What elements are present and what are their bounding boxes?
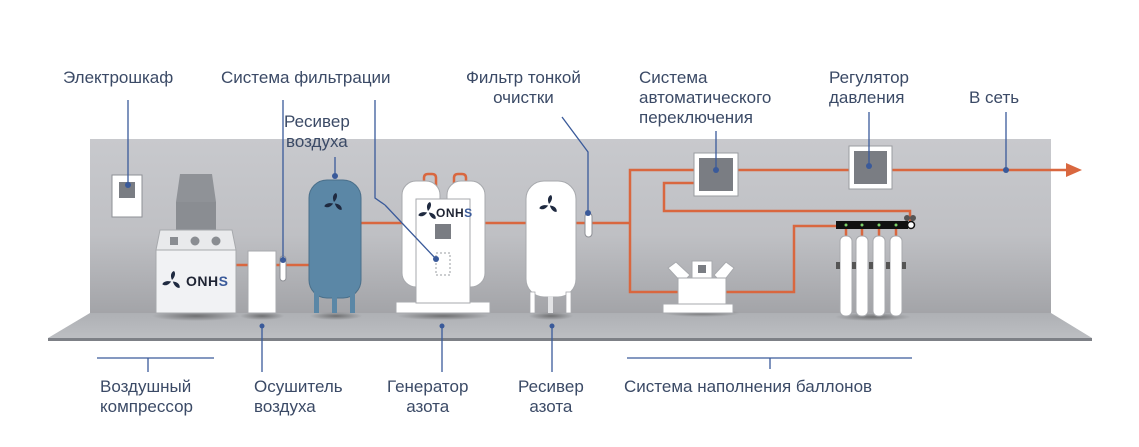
booster-compressor[interactable] bbox=[662, 260, 740, 317]
fine-filter[interactable] bbox=[584, 212, 593, 238]
nitrogen-receiver[interactable] bbox=[525, 180, 577, 320]
air-compressor[interactable]: ONHS bbox=[152, 174, 240, 321]
label-air-dryer: Осушитель воздуха bbox=[254, 377, 343, 416]
label-filtration-system: Система фильтрации bbox=[221, 68, 391, 87]
label-auto-switch-system: Система автоматического переключения bbox=[639, 68, 772, 127]
label-pressure-regulator: Регулятор давления bbox=[829, 68, 910, 107]
label-air-receiver: Ресивер воздуха bbox=[284, 112, 350, 151]
label-cylinder-filling-system: Система наполнения баллонов bbox=[624, 377, 873, 396]
label-fine-filter: Фильтр тонкой очистки bbox=[466, 68, 581, 107]
svg-text:ONHS: ONHS bbox=[186, 273, 228, 289]
label-air-compressor: Воздушный компрессор bbox=[100, 377, 193, 416]
brand-text: ONH bbox=[186, 273, 219, 289]
brand-accent: S bbox=[219, 273, 229, 289]
outlet-arrow-icon bbox=[1066, 163, 1082, 177]
floor bbox=[48, 313, 1092, 338]
leader-dots bbox=[125, 163, 1009, 329]
air-receiver[interactable] bbox=[308, 179, 362, 320]
label-to-network: В сеть bbox=[969, 88, 1020, 107]
label-nitrogen-receiver: Ресивер азота bbox=[518, 377, 584, 416]
label-electrical-cabinet: Электрошкаф bbox=[63, 68, 174, 87]
label-nitrogen-generator: Генератор азота bbox=[387, 377, 469, 416]
electrical-cabinet[interactable] bbox=[111, 174, 143, 218]
leader-lines bbox=[97, 100, 1007, 372]
cylinder-filling-rack[interactable] bbox=[835, 215, 916, 321]
floor-edge bbox=[48, 338, 1092, 341]
air-dryer[interactable] bbox=[240, 250, 284, 320]
svg-text:ONHS: ONHS bbox=[436, 206, 473, 220]
nitrogen-generator[interactable]: ONHS bbox=[395, 180, 491, 320]
